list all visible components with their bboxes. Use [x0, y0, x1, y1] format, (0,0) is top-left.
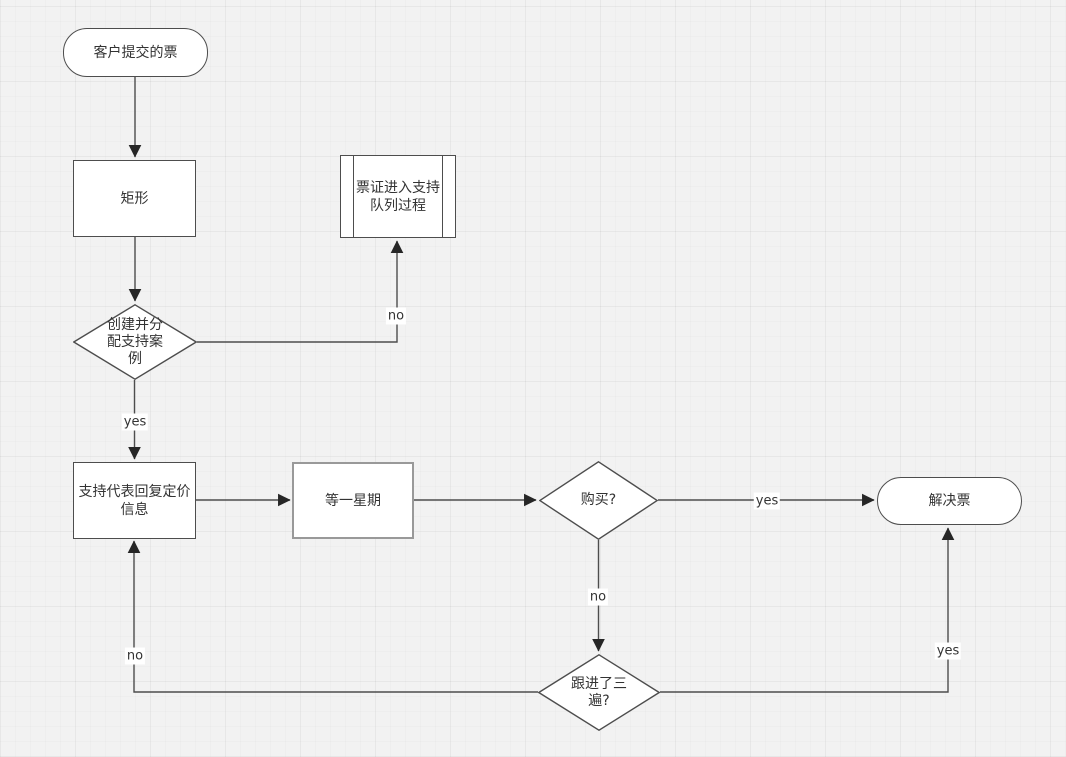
node-waitweek-label: 等一星期 [325, 492, 381, 509]
predefined-process-right-bar [442, 156, 443, 237]
node-buy-label: 购买? [580, 492, 617, 508]
edge-followedup-yes-to-resolve [660, 527, 955, 693]
diamond-shape [539, 461, 658, 540]
edge-label-followedup-no[interactable]: no [124, 647, 146, 665]
node-followedup-label: 跟进了三遍? [571, 675, 627, 709]
node-queue-predefined-process[interactable]: 票证进入支持队列过程 [340, 155, 456, 238]
edge-label-buy-no[interactable]: no [587, 588, 609, 606]
edge-followedup-no-to-reply [127, 540, 538, 693]
node-start-terminator[interactable]: 客户提交的票 [63, 28, 208, 77]
node-resolve-label: 解决票 [928, 493, 971, 509]
diamond-shape [538, 654, 660, 731]
node-createcase-label: 创建并分配支持案例 [107, 316, 163, 367]
predefined-process-left-bar [353, 156, 354, 237]
diamond-shape [73, 304, 197, 380]
edge-label-createcase-no[interactable]: no [385, 307, 407, 325]
node-rect-process[interactable]: 矩形 [73, 160, 196, 237]
edge-label-buy-yes[interactable]: yes [753, 492, 781, 510]
node-resolve-terminator[interactable]: 解决票 [877, 477, 1022, 525]
edge-label-followedup-yes[interactable]: yes [934, 642, 962, 660]
node-replypricing-process[interactable]: 支持代表回复定价信息 [73, 462, 196, 539]
edge-label-createcase-yes[interactable]: yes [121, 413, 149, 431]
node-rect-label: 矩形 [120, 190, 149, 207]
node-followedup-decision[interactable]: 跟进了三遍? [538, 654, 660, 731]
node-queue-label: 票证进入支持队列过程 [356, 179, 440, 214]
node-start-label: 客户提交的票 [93, 44, 178, 61]
node-buy-decision[interactable]: 购买? [539, 461, 658, 540]
node-createcase-decision[interactable]: 创建并分配支持案例 [73, 304, 197, 380]
node-waitweek-process[interactable]: 等一星期 [292, 462, 414, 539]
edge-createcase-no-to-queue [197, 240, 404, 343]
node-replypricing-label: 支持代表回复定价信息 [78, 483, 191, 518]
